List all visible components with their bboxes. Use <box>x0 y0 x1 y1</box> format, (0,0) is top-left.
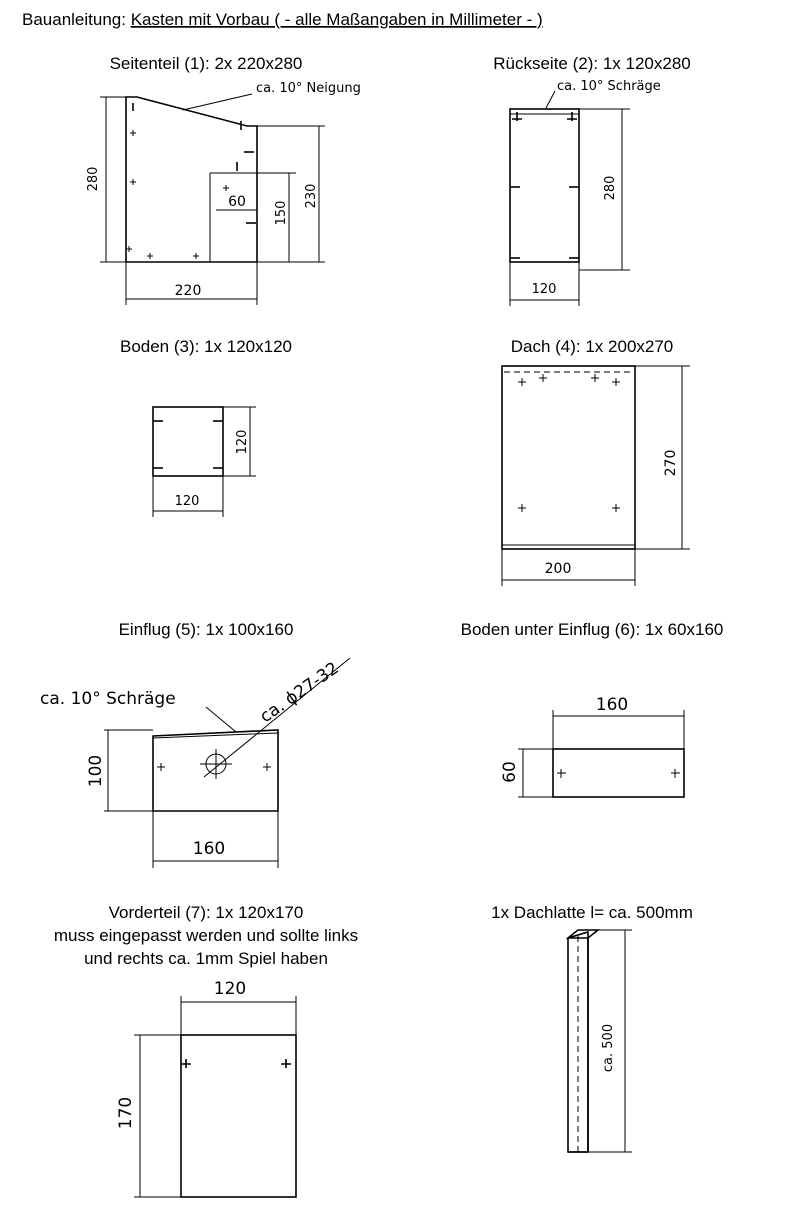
part-title: Einflug (5): 1x 100x160 <box>119 620 294 639</box>
dim-width: 160 <box>193 839 225 859</box>
dim-length: ca. 500 <box>601 1024 616 1072</box>
dim-width: 220 <box>175 283 202 299</box>
nail-marks <box>518 374 620 512</box>
part-entrance-floor: Boden unter Einflug (6): 1x 60x160 160 6… <box>461 620 724 798</box>
nail-marks <box>510 112 579 259</box>
nail-marks <box>157 763 271 771</box>
part-title-line-2: muss eingepasst werden und sollte links <box>54 926 358 945</box>
slope-note: ca. 10° Neigung <box>256 81 361 96</box>
dim-width: 120 <box>214 979 246 999</box>
part-roof: Dach (4): 1x 200x270 270 200 <box>501 337 690 586</box>
part-title-line-3: und rechts ca. 1mm Spiel haben <box>84 949 328 968</box>
dim-height: 120 <box>235 430 250 455</box>
dim-height: 170 <box>116 1097 136 1129</box>
part-title: Dach (4): 1x 200x270 <box>511 337 674 356</box>
dim-width: 120 <box>532 282 557 297</box>
dim-height: 280 <box>603 176 618 201</box>
page-title: Bauanleitung: Kasten mit Vorbau ( - alle… <box>22 10 543 29</box>
part-title: Rückseite (2): 1x 120x280 <box>493 54 691 73</box>
part-side-panel: Seitenteil (1): 2x 220x280 ca. 10° Neigu… <box>86 54 361 305</box>
hole-diameter: ca. ϕ27-32 <box>256 658 342 727</box>
dim-height: 60 <box>500 761 520 783</box>
dim-width: 120 <box>175 494 200 509</box>
dim-height: 270 <box>663 450 679 477</box>
part-title-line-1: Vorderteil (7): 1x 120x170 <box>109 903 304 922</box>
slope-note: ca. 10° Schräge <box>40 689 176 709</box>
part-title: Boden (3): 1x 120x120 <box>120 337 292 356</box>
part-entrance: Einflug (5): 1x 100x160 ca. 10° Schräge … <box>40 620 351 868</box>
part-roof-batten: 1x Dachlatte l= ca. 500mm ca. 500 <box>491 903 693 1153</box>
dim-width: 200 <box>545 561 572 577</box>
nail-marks <box>126 103 256 259</box>
dim-height: 280 <box>86 167 101 192</box>
part-title: 1x Dachlatte l= ca. 500mm <box>491 903 693 922</box>
dim-sub-height: 230 <box>304 184 319 209</box>
part-title: Boden unter Einflug (6): 1x 60x160 <box>461 620 724 639</box>
dim-inner-height: 150 <box>274 201 289 226</box>
slope-note: ca. 10° Schräge <box>557 79 661 94</box>
part-front-panel: Vorderteil (7): 1x 120x170 muss eingepas… <box>54 903 358 1198</box>
part-back-panel: Rückseite (2): 1x 120x280 ca. 10° Schräg… <box>493 54 691 306</box>
nail-marks <box>153 420 223 469</box>
dim-inner-width: 60 <box>228 194 246 210</box>
part-title: Seitenteil (1): 2x 220x280 <box>110 54 303 73</box>
dim-width: 160 <box>596 695 628 715</box>
part-floor: Boden (3): 1x 120x120 120 120 <box>120 337 292 517</box>
dim-height: 100 <box>86 755 106 787</box>
nail-marks <box>557 769 680 778</box>
nail-marks <box>181 1059 291 1068</box>
